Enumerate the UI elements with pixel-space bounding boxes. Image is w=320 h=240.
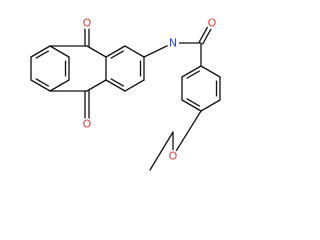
bond-b4-b5 xyxy=(124,79,145,92)
atom-label-o-bottom: O xyxy=(83,118,92,131)
bond-b2-b3 xyxy=(124,45,145,58)
bond-layer xyxy=(30,21,221,171)
bond-a3-a4-b xyxy=(35,78,49,87)
atom-label-n-amide: N xyxy=(169,37,177,50)
atom-o-bottom: O xyxy=(81,118,93,131)
bond-r1-r2-b xyxy=(186,70,200,79)
bond-a1-a2-b xyxy=(35,50,49,59)
atom-label-o-amide: O xyxy=(208,17,217,30)
atom-label-o-top: O xyxy=(83,17,92,30)
atom-n-amide: N xyxy=(167,37,179,50)
bond-r3-r4-b xyxy=(186,98,200,107)
bond-b5-b6-b xyxy=(110,78,124,87)
bond-ce1-ce2 xyxy=(149,131,174,171)
bond-r1-r2-a xyxy=(181,65,202,78)
atom-o-top: O xyxy=(81,17,93,30)
atom-label-o-ether: O xyxy=(169,150,178,163)
bond-r4-r5 xyxy=(200,99,221,112)
bond-a4-a5 xyxy=(49,79,70,92)
atom-o-amide: O xyxy=(206,17,218,30)
bond-r6-r1 xyxy=(200,65,221,78)
bond-a1-a2-a xyxy=(30,45,51,58)
atom-o-ether: O xyxy=(167,150,179,163)
atom-layer: O O N O O xyxy=(81,17,218,163)
bond-r4-oe xyxy=(172,110,202,157)
bond-c10-b6 xyxy=(86,79,107,92)
bond-b5-b6-a xyxy=(105,79,126,92)
bond-c9-b1 xyxy=(86,45,107,58)
bond-a6-a1 xyxy=(49,45,70,58)
bond-r3-r4-a xyxy=(181,99,202,112)
bond-b1-b2-b xyxy=(110,50,124,59)
bond-b1-b2-a xyxy=(105,45,126,58)
bond-a3-a4-a xyxy=(30,79,51,92)
molecule-diagram: O O N O O xyxy=(30,17,221,171)
